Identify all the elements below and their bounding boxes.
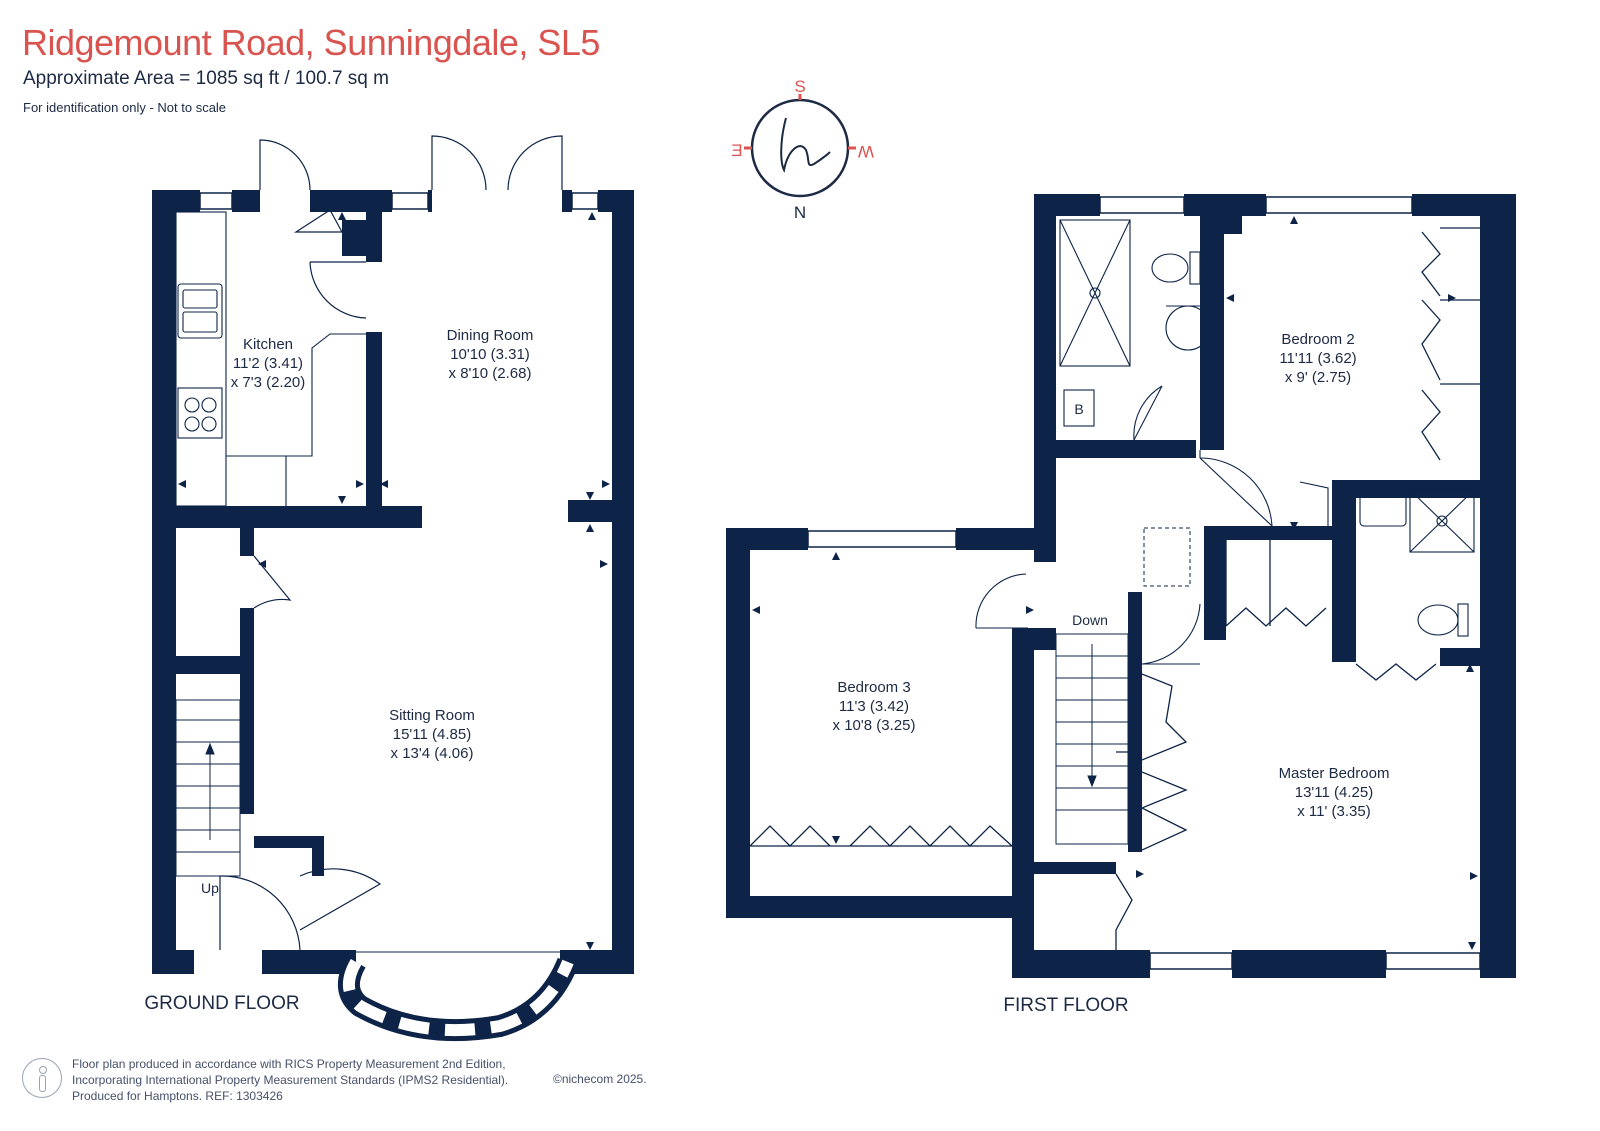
first-floor-walls	[726, 194, 1516, 978]
scale-note: For identification only - Not to scale	[23, 100, 227, 115]
master-dim2: x 11' (3.35)	[1297, 803, 1370, 820]
ground-floor-label: GROUND FLOOR	[144, 993, 299, 1014]
property-title: Ridgemount Road, Sunningdale, SL5	[22, 22, 600, 63]
dining-dim1: 10'10 (3.31)	[450, 346, 530, 363]
stairs-up-label: Up	[201, 880, 219, 896]
compass-s: S	[794, 77, 805, 96]
staircase-ground	[175, 699, 241, 877]
footer-line2: Incorporating International Property Mea…	[72, 1073, 509, 1087]
ground-floor-walls	[152, 190, 634, 974]
compass: S N E W	[731, 77, 874, 222]
footer-line1: Floor plan produced in accordance with R…	[72, 1057, 506, 1071]
footer-line3: Produced for Hamptons. REF: 1303426	[72, 1089, 283, 1103]
bay-window	[338, 951, 579, 1042]
sitting-dim1: 15'11 (4.85)	[393, 726, 471, 743]
doors-ground	[219, 135, 563, 951]
bedroom2-dim2: x 9' (2.75)	[1285, 369, 1351, 386]
compass-n: N	[794, 203, 806, 222]
windows-ground	[199, 192, 599, 210]
copyright-credit: ©nichecom 2025.	[553, 1072, 647, 1086]
windows-first	[807, 196, 1481, 970]
kitchen-fittings	[175, 211, 366, 507]
bedroom2-dim1: 11'11 (3.62)	[1279, 350, 1356, 367]
logo-h-icon	[780, 117, 831, 174]
boiler-label: B	[1074, 401, 1083, 417]
compass-e: E	[731, 141, 742, 160]
kitchen-name: Kitchen	[243, 336, 293, 353]
compass-w: W	[858, 142, 874, 161]
sitting-name: Sitting Room	[389, 707, 475, 724]
first-floor-labels: Bedroom 2 11'11 (3.62) x 9' (2.75) Bedro…	[833, 331, 1390, 1016]
footer-note: Floor plan produced in accordance with R…	[72, 1056, 508, 1104]
first-floor-doors	[975, 450, 1329, 665]
bedroom3-dim1: 11'3 (3.42)	[839, 698, 909, 715]
info-person-icon	[22, 1058, 62, 1098]
sitting-dim2: x 13'4 (4.06)	[391, 745, 474, 762]
bedroom3-dim2: x 10'8 (3.25)	[833, 717, 916, 734]
stairs-down-label: Down	[1072, 612, 1108, 628]
kitchen-dim1: 11'2 (3.41)	[233, 355, 303, 372]
master-name: Master Bedroom	[1279, 765, 1390, 782]
dining-name: Dining Room	[447, 327, 534, 344]
kitchen-dim2: x 7'3 (2.20)	[231, 374, 306, 391]
approximate-area: Approximate Area = 1085 sq ft / 100.7 sq…	[23, 68, 389, 89]
staircase-first	[1055, 527, 1191, 845]
radiator-markers	[178, 212, 1478, 950]
master-dim1: 13'11 (4.25)	[1295, 784, 1373, 801]
bedroom3-name: Bedroom 3	[837, 679, 910, 696]
ground-floor-labels: Kitchen 11'2 (3.41) x 7'3 (2.20) Dining …	[144, 327, 533, 1014]
bedroom2-name: Bedroom 2	[1281, 331, 1354, 348]
first-floor-label: FIRST FLOOR	[1003, 995, 1128, 1016]
wardrobes	[749, 227, 1480, 950]
dining-dim2: x 8'10 (2.68)	[449, 365, 532, 382]
bathroom-fittings: B	[1059, 219, 1475, 637]
